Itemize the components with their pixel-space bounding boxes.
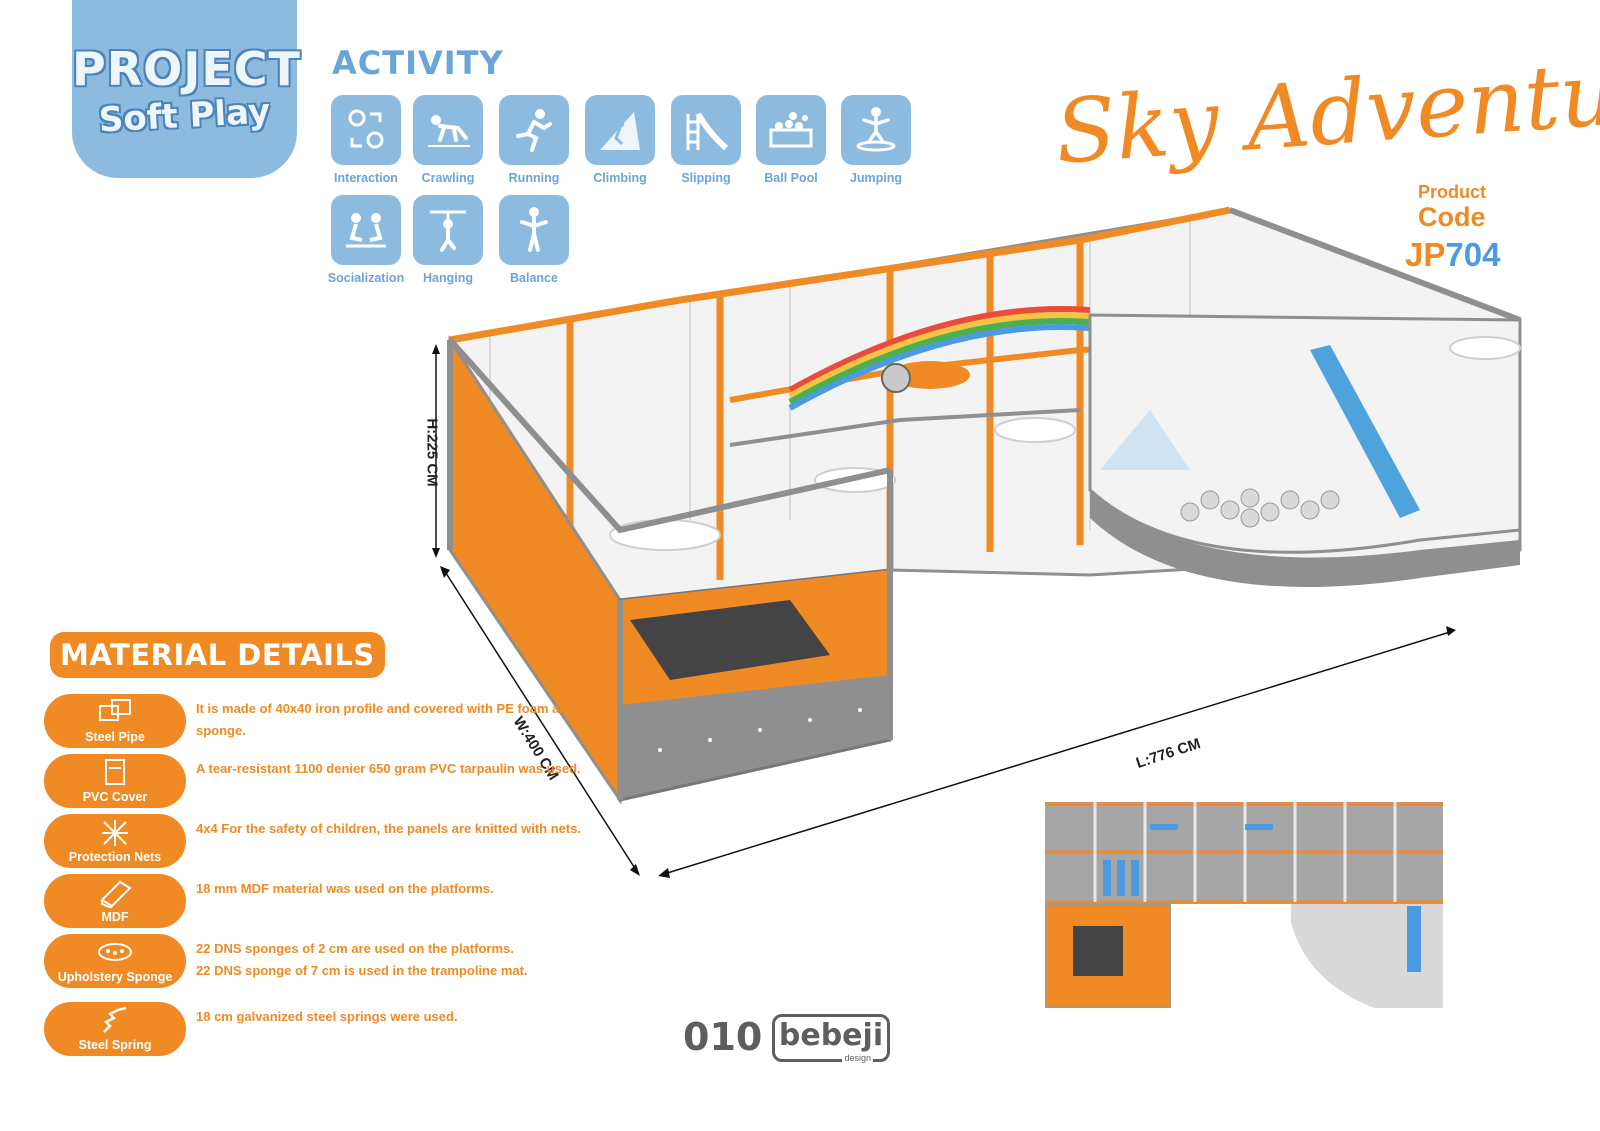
activity-item-ball-pool: Ball Pool (750, 95, 832, 185)
activity-title: ACTIVITY (332, 44, 504, 82)
slide-icon (671, 95, 741, 165)
activity-item-crawling: Crawling (407, 95, 489, 185)
product-code-prefix: JP (1405, 236, 1446, 273)
climbing-icon (585, 95, 655, 165)
balance-icon (499, 195, 569, 265)
material-item-protection-nets: Protection Nets 4x4 For the safety of ch… (44, 814, 604, 870)
material-pill: Upholstery Sponge (44, 934, 186, 988)
sponge-icon (98, 943, 132, 961)
activity-item-climbing: Climbing (579, 95, 661, 185)
material-pill: MDF (44, 874, 186, 928)
material-description-line-1: 22 DNS sponges of 2 cm are used on the p… (196, 941, 514, 956)
material-description: It is made of 40x40 iron profile and cov… (196, 701, 576, 738)
material-description: A tear-resistant 1100 denier 650 gram PV… (196, 761, 581, 776)
activity-label: Hanging (423, 271, 473, 285)
activity-label: Socialization (327, 271, 405, 285)
product-code-label-2: Code (1418, 202, 1486, 232)
activity-grid: Interaction Crawling Running Climbing Sl… (325, 95, 925, 295)
activity-label: Climbing (593, 171, 647, 185)
dimension-lines (432, 344, 1456, 878)
activity-label: Ball Pool (764, 171, 818, 185)
bebeji-logo: bebeji design (772, 1014, 890, 1063)
ball-pool-icon (756, 95, 826, 165)
product-code-number: 704 (1445, 236, 1501, 273)
floor-plan (1045, 802, 1443, 1008)
material-pill: Steel Pipe (44, 694, 186, 748)
protection-net-icon (102, 820, 128, 846)
material-pill: Protection Nets (44, 814, 186, 868)
material-item-mdf: MDF 18 mm MDF material was used on the p… (44, 874, 604, 930)
activity-item-hanging: Hanging (407, 195, 489, 285)
material-details-title: MATERIAL DETAILS (50, 632, 385, 678)
activity-item-running: Running (493, 95, 575, 185)
bebeji-logo-name: bebeji (778, 1018, 884, 1053)
material-item-steel-pipe: Steel Pipe It is made of 40x40 iron prof… (44, 694, 604, 750)
material-description: 22 DNS sponges of 2 cm are used on the p… (196, 938, 606, 982)
jumping-icon (841, 95, 911, 165)
material-description-line-2: 22 DNS sponge of 7 cm is used in the tra… (196, 963, 528, 978)
activity-item-jumping: Jumping (835, 95, 917, 185)
crawling-icon (413, 95, 483, 165)
material-item-pvc-cover: PVC Cover A tear-resistant 1100 denier 6… (44, 754, 604, 810)
activity-item-balance: Balance (493, 195, 575, 285)
activity-item-slipping: Slipping (665, 95, 747, 185)
mdf-icon (100, 880, 132, 908)
material-description: 4x4 For the safety of children, the pane… (196, 821, 582, 836)
activity-item-interaction: Interaction (325, 95, 407, 185)
material-description: 18 mm MDF material was used on the platf… (196, 881, 494, 896)
material-item-steel-spring: Steel Spring 18 cm galvanized steel spri… (44, 1002, 604, 1058)
steel-pipe-icon (99, 699, 131, 721)
material-pill: PVC Cover (44, 754, 186, 808)
hanging-icon (413, 195, 483, 265)
material-pill-label: Steel Pipe (85, 730, 145, 744)
page-number: 010 (683, 1015, 763, 1059)
playground-render (447, 206, 1522, 805)
pvc-cover-icon (105, 759, 125, 785)
bebeji-logo-sub: design (842, 1053, 873, 1063)
material-pill-label: Steel Spring (78, 1038, 152, 1052)
material-pill: Steel Spring (44, 1002, 186, 1056)
material-pill-label: Upholstery Sponge (57, 970, 173, 984)
material-pill-label: MDF (101, 910, 129, 924)
activity-label: Interaction (334, 171, 398, 185)
interaction-icon (331, 95, 401, 165)
activity-item-socialization: Socialization (325, 195, 407, 285)
material-pill-label: Protection Nets (68, 850, 162, 864)
product-code: JP704 (1405, 236, 1500, 274)
activity-label: Crawling (421, 171, 475, 185)
running-icon (499, 95, 569, 165)
product-name: Sky Adventure (1052, 35, 1600, 184)
activity-label: Slipping (681, 171, 731, 185)
steel-spring-icon (103, 1006, 127, 1033)
logo-line-2: Soft Play (97, 91, 272, 141)
material-pill-label: PVC Cover (82, 790, 148, 804)
activity-label: Running (508, 171, 560, 185)
material-description: 18 cm galvanized steel springs were used… (196, 1009, 458, 1024)
material-item-upholstery-sponge: Upholstery Sponge 22 DNS sponges of 2 cm… (44, 934, 604, 990)
socialization-icon (331, 195, 401, 265)
height-dimension: H:225 CM (423, 418, 441, 487)
activity-label: Jumping (849, 171, 903, 185)
logo-line-1: PROJECT (72, 42, 301, 96)
activity-label: Balance (510, 271, 558, 285)
product-code-label-1: Product (1418, 182, 1487, 202)
project-soft-play-logo: PROJECT Soft Play (72, 0, 301, 178)
